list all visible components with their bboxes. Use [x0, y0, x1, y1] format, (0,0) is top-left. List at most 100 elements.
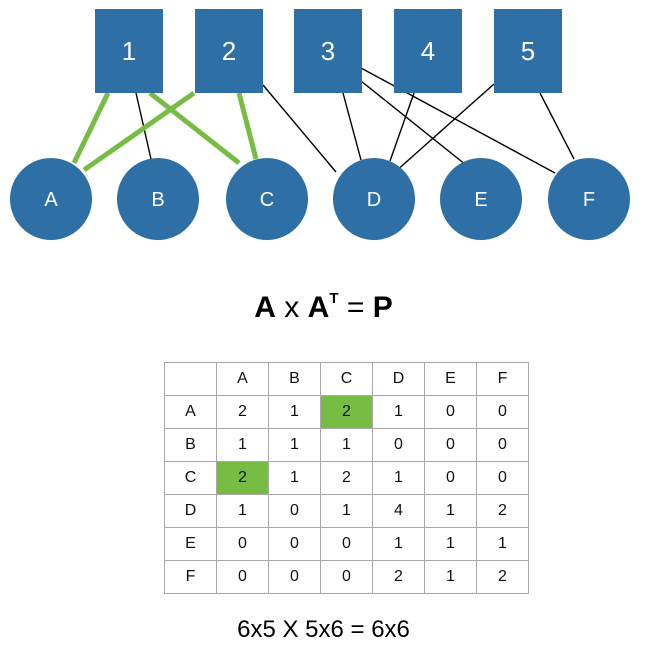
matrix-cell-F-C: 0: [320, 560, 373, 594]
edge-4-D: [389, 92, 415, 162]
matrix-cell-F-F: 2: [476, 560, 529, 594]
matrix-cell-B-E: 0: [424, 428, 477, 462]
top-node-3: 3: [294, 9, 362, 93]
bottom-node-circle: [117, 158, 199, 240]
edge-5-F: [539, 92, 575, 160]
row-header-C: C: [164, 461, 217, 495]
bottom-node-layer: A B C D E F: [10, 158, 630, 240]
matrix-cell-C-D: 1: [372, 461, 425, 495]
matrix-cell-B-F: 0: [476, 428, 529, 462]
bottom-node-C: C: [226, 158, 308, 240]
bottom-node-D: D: [333, 158, 415, 240]
matrix-cell-E-A: 0: [216, 527, 269, 561]
matrix-cell-E-E: 1: [424, 527, 477, 561]
matrix-cell-B-A: 1: [216, 428, 269, 462]
bottom-node-label: D: [367, 189, 381, 211]
matrix-cell-F-A: 0: [216, 560, 269, 594]
matrix-cell-D-B: 0: [268, 494, 321, 528]
bottom-node-label: A: [44, 189, 58, 211]
matrix-cell-A-C: 2: [320, 395, 373, 429]
equation: A x AT = P: [0, 290, 647, 325]
bottom-node-F: F: [548, 158, 630, 240]
matrix-cell-C-C: 2: [320, 461, 373, 495]
column-header-E: E: [424, 362, 477, 396]
equation-left: A: [254, 291, 276, 324]
matrix-cell-D-D: 4: [372, 494, 425, 528]
top-node-label: 3: [321, 36, 335, 66]
bottom-node-circle: [440, 158, 522, 240]
matrix-cell-E-D: 1: [372, 527, 425, 561]
column-header-A: A: [216, 362, 269, 396]
dimensions-caption: 6x5 X 5x6 = 6x6: [237, 616, 410, 643]
bottom-node-label: E: [474, 189, 487, 211]
matrix-corner: [164, 362, 217, 396]
edge-2-C: [236, 92, 259, 160]
top-node-box: [195, 9, 263, 93]
matrix-cell-A-D: 1: [372, 395, 425, 429]
matrix-cell-F-E: 1: [424, 560, 477, 594]
equation-equals: =: [346, 291, 365, 324]
bottom-node-circle: [10, 158, 92, 240]
matrix-cell-B-D: 0: [372, 428, 425, 462]
bottom-node-circle: [226, 158, 308, 240]
row-header-A: A: [164, 395, 217, 429]
bottom-node-B: B: [117, 158, 199, 240]
matrix-cell-C-B: 1: [268, 461, 321, 495]
matrix-cell-A-E: 0: [424, 395, 477, 429]
equation-result: P: [372, 291, 393, 324]
matrix-cell-E-F: 1: [476, 527, 529, 561]
top-node-2: 2: [195, 9, 263, 93]
matrix-cell-D-F: 2: [476, 494, 529, 528]
bottom-node-A: A: [10, 158, 92, 240]
bottom-node-label: B: [151, 189, 164, 211]
equation-right: A: [307, 291, 330, 324]
row-header-E: E: [164, 527, 217, 561]
column-header-C: C: [320, 362, 373, 396]
equation-times: x: [284, 291, 300, 324]
edge-3-D: [342, 92, 362, 161]
matrix-cell-E-C: 0: [320, 527, 373, 561]
matrix-cell-C-F: 0: [476, 461, 529, 495]
edge-3-E: [360, 80, 467, 166]
matrix-cell-A-B: 1: [268, 395, 321, 429]
matrix-cell-A-A: 2: [216, 395, 269, 429]
equation-superscript: T: [329, 290, 339, 307]
matrix-cell-D-A: 1: [216, 494, 269, 528]
top-node-label: 4: [421, 36, 435, 66]
edge-2-D: [262, 84, 337, 173]
top-node-label: 5: [521, 36, 535, 66]
matrix-cell-D-C: 1: [320, 494, 373, 528]
top-node-box: [294, 9, 362, 93]
matrix-cell-C-E: 0: [424, 461, 477, 495]
bottom-node-label: C: [260, 189, 274, 211]
top-node-4: 4: [394, 9, 462, 93]
edge-2-A: [82, 90, 196, 173]
edge-layer: [71, 67, 575, 174]
column-header-B: B: [268, 362, 321, 396]
matrix-cell-A-F: 0: [476, 395, 529, 429]
row-header-F: F: [164, 560, 217, 594]
matrix-cell-F-D: 2: [372, 560, 425, 594]
column-header-D: D: [372, 362, 425, 396]
bottom-node-circle: [548, 158, 630, 240]
row-header-B: B: [164, 428, 217, 462]
edge-1-A: [71, 91, 111, 165]
bottom-node-label: F: [583, 189, 595, 211]
matrix-cell-F-B: 0: [268, 560, 321, 594]
bottom-node-E: E: [440, 158, 522, 240]
matrix-cell-D-E: 1: [424, 494, 477, 528]
bottom-node-circle: [333, 158, 415, 240]
edge-3-F: [360, 67, 556, 174]
top-node-box: [95, 9, 163, 93]
matrix-cell-E-B: 0: [268, 527, 321, 561]
top-node-box: [494, 9, 562, 93]
column-header-F: F: [476, 362, 529, 396]
edge-5-D: [394, 83, 495, 173]
edge-1-C: [148, 91, 241, 165]
